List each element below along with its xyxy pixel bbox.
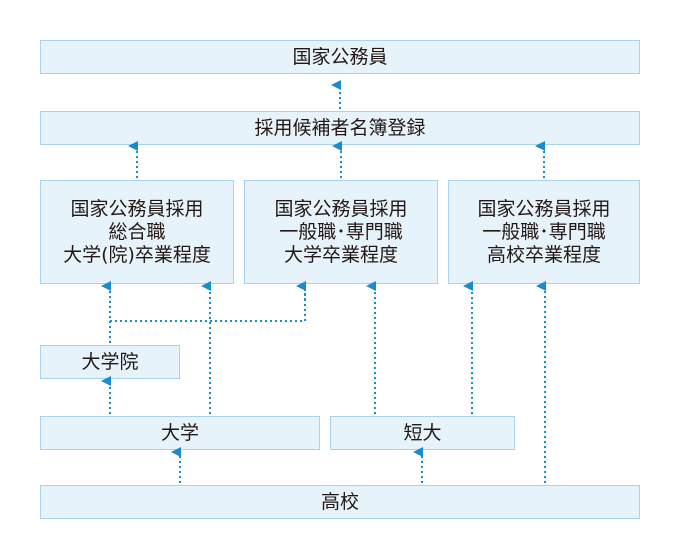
general-university-exam-line-3: 大学卒業程度 xyxy=(283,243,398,266)
general-highschool-exam-box: 国家公務員採用 一般職･専門職 高校卒業程度 xyxy=(448,180,640,284)
graduate-school-label: 大学院 xyxy=(81,350,139,373)
comprehensive-exam-box: 国家公務員採用 総合職 大学(院)卒業程度 xyxy=(40,180,234,284)
general-highschool-exam-line-2: 一般職･専門職 xyxy=(482,220,606,243)
university-box: 大学 xyxy=(40,416,320,450)
national-civil-servant-label: 国家公務員 xyxy=(292,45,388,68)
high-school-box: 高校 xyxy=(40,485,640,519)
graduate-school-box: 大学院 xyxy=(40,345,180,379)
general-university-exam-line-2: 一般職･専門職 xyxy=(279,220,403,243)
high-school-label: 高校 xyxy=(320,490,359,513)
junior-college-box: 短大 xyxy=(330,416,515,450)
general-university-exam-box: 国家公務員採用 一般職･専門職 大学卒業程度 xyxy=(244,180,438,284)
general-highschool-exam-line-1: 国家公務員採用 xyxy=(477,197,611,220)
candidate-list-registration-label: 採用候補者名簿登録 xyxy=(254,116,426,139)
general-highschool-exam-line-3: 高校卒業程度 xyxy=(486,243,601,266)
comprehensive-exam-line-3: 大学(院)卒業程度 xyxy=(63,243,211,266)
general-university-exam-line-1: 国家公務員採用 xyxy=(274,197,408,220)
national-civil-servant-box: 国家公務員 xyxy=(40,40,640,74)
comprehensive-exam-line-2: 総合職 xyxy=(108,220,166,243)
university-label: 大学 xyxy=(160,421,199,444)
junior-college-label: 短大 xyxy=(403,421,442,444)
graduate-to-general-university-connector xyxy=(110,287,306,322)
comprehensive-exam-line-1: 国家公務員採用 xyxy=(70,197,204,220)
